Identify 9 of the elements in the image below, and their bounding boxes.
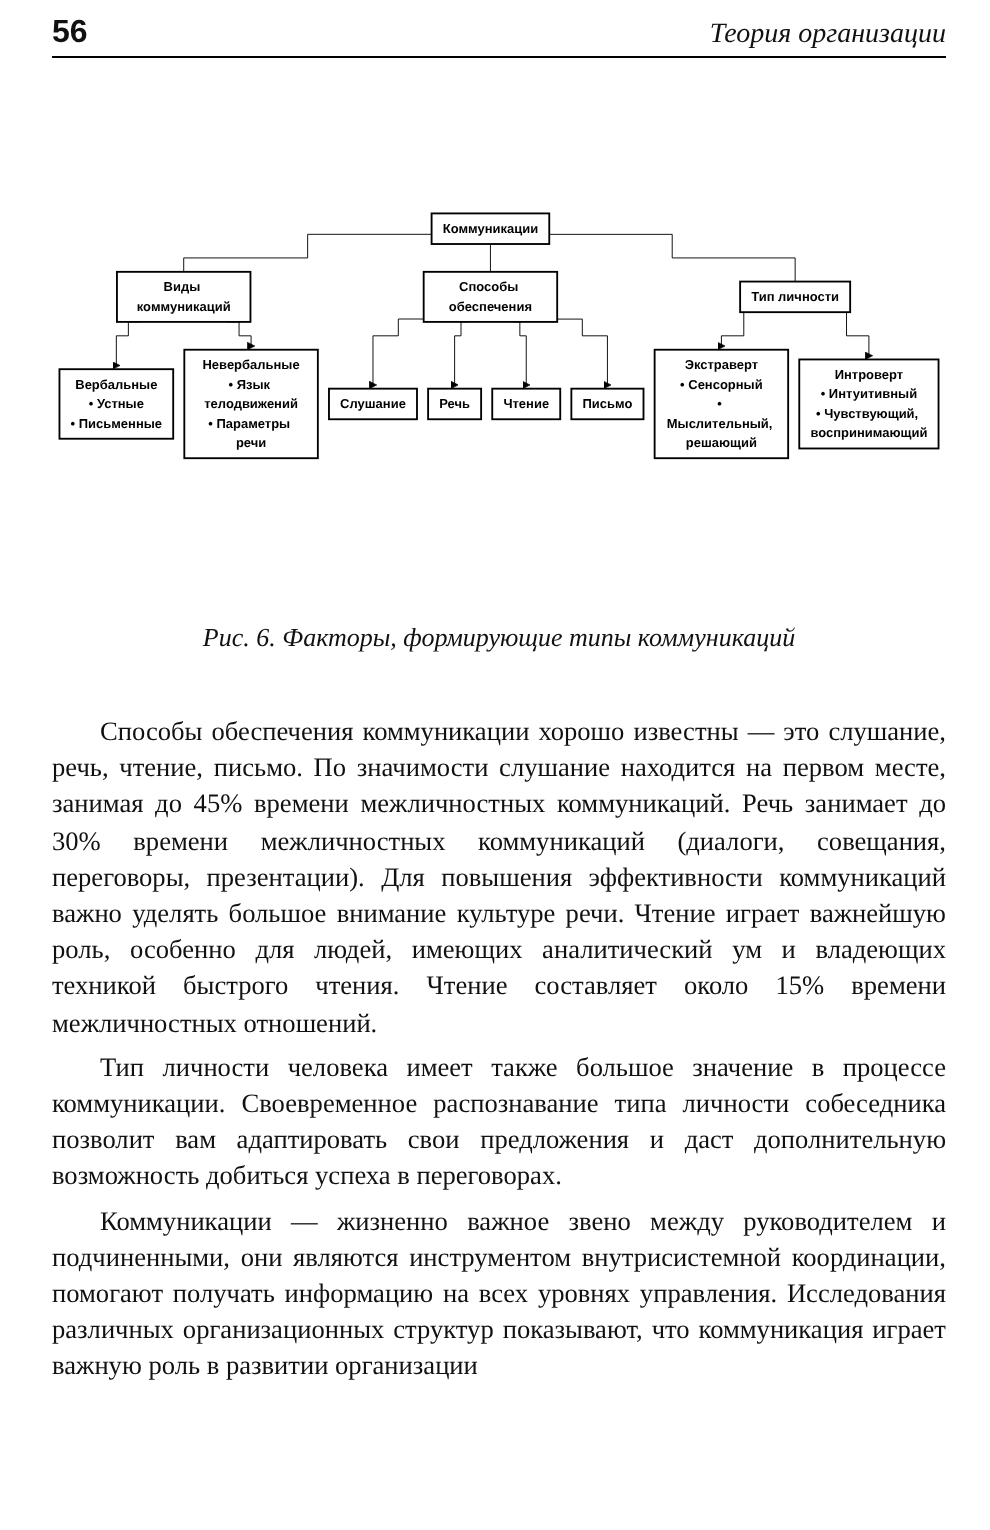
connector [548, 234, 796, 283]
connector [489, 243, 491, 273]
body-paragraph: Тип личности человека имеет также большое значение в процессе коммуникации. Своевременное распознавание типа личности собеседника позволит вам адаптировать свои предложения и даст дополнительную возможность добиться успеха в переговорах. [52, 1049, 946, 1195]
connector [183, 234, 433, 273]
body-paragraph: Коммуникации — жизненно важное звено между руководителем и подчиненными, они являются инструментом внутрисистемной координации, помогают получать информацию на всех уровнях управления. Исследования различных организационных структур показывают, что коммуникация играет важную роль в развитии организации [52, 1203, 946, 1385]
figure-caption: Рис. 6. Факторы, формирующие типы коммуникаций [200, 622, 798, 654]
body-paragraph: Способы обеспечения коммуникации хорошо известны — это слушание, речь, чтение, письмо. По значимости слушание находится на первом месте, занимая до 45% времени межличностных коммуникаций. Речь занимает до 30% времени межличностных коммуникаций (диалоги, совещания, переговоры, презентации). Для повышения эффективности коммуникаций важно уделять большое внимание культуре речи. Чтение играет важнейшую роль, особенно для людей, имеющих аналитический ум и владеющих техникой быстрого чтения. Чтение составляет около 15% времени межличностных отношений. [52, 714, 946, 1042]
page-number: 56 [52, 16, 88, 52]
running-header: Теория организации [709, 20, 946, 52]
